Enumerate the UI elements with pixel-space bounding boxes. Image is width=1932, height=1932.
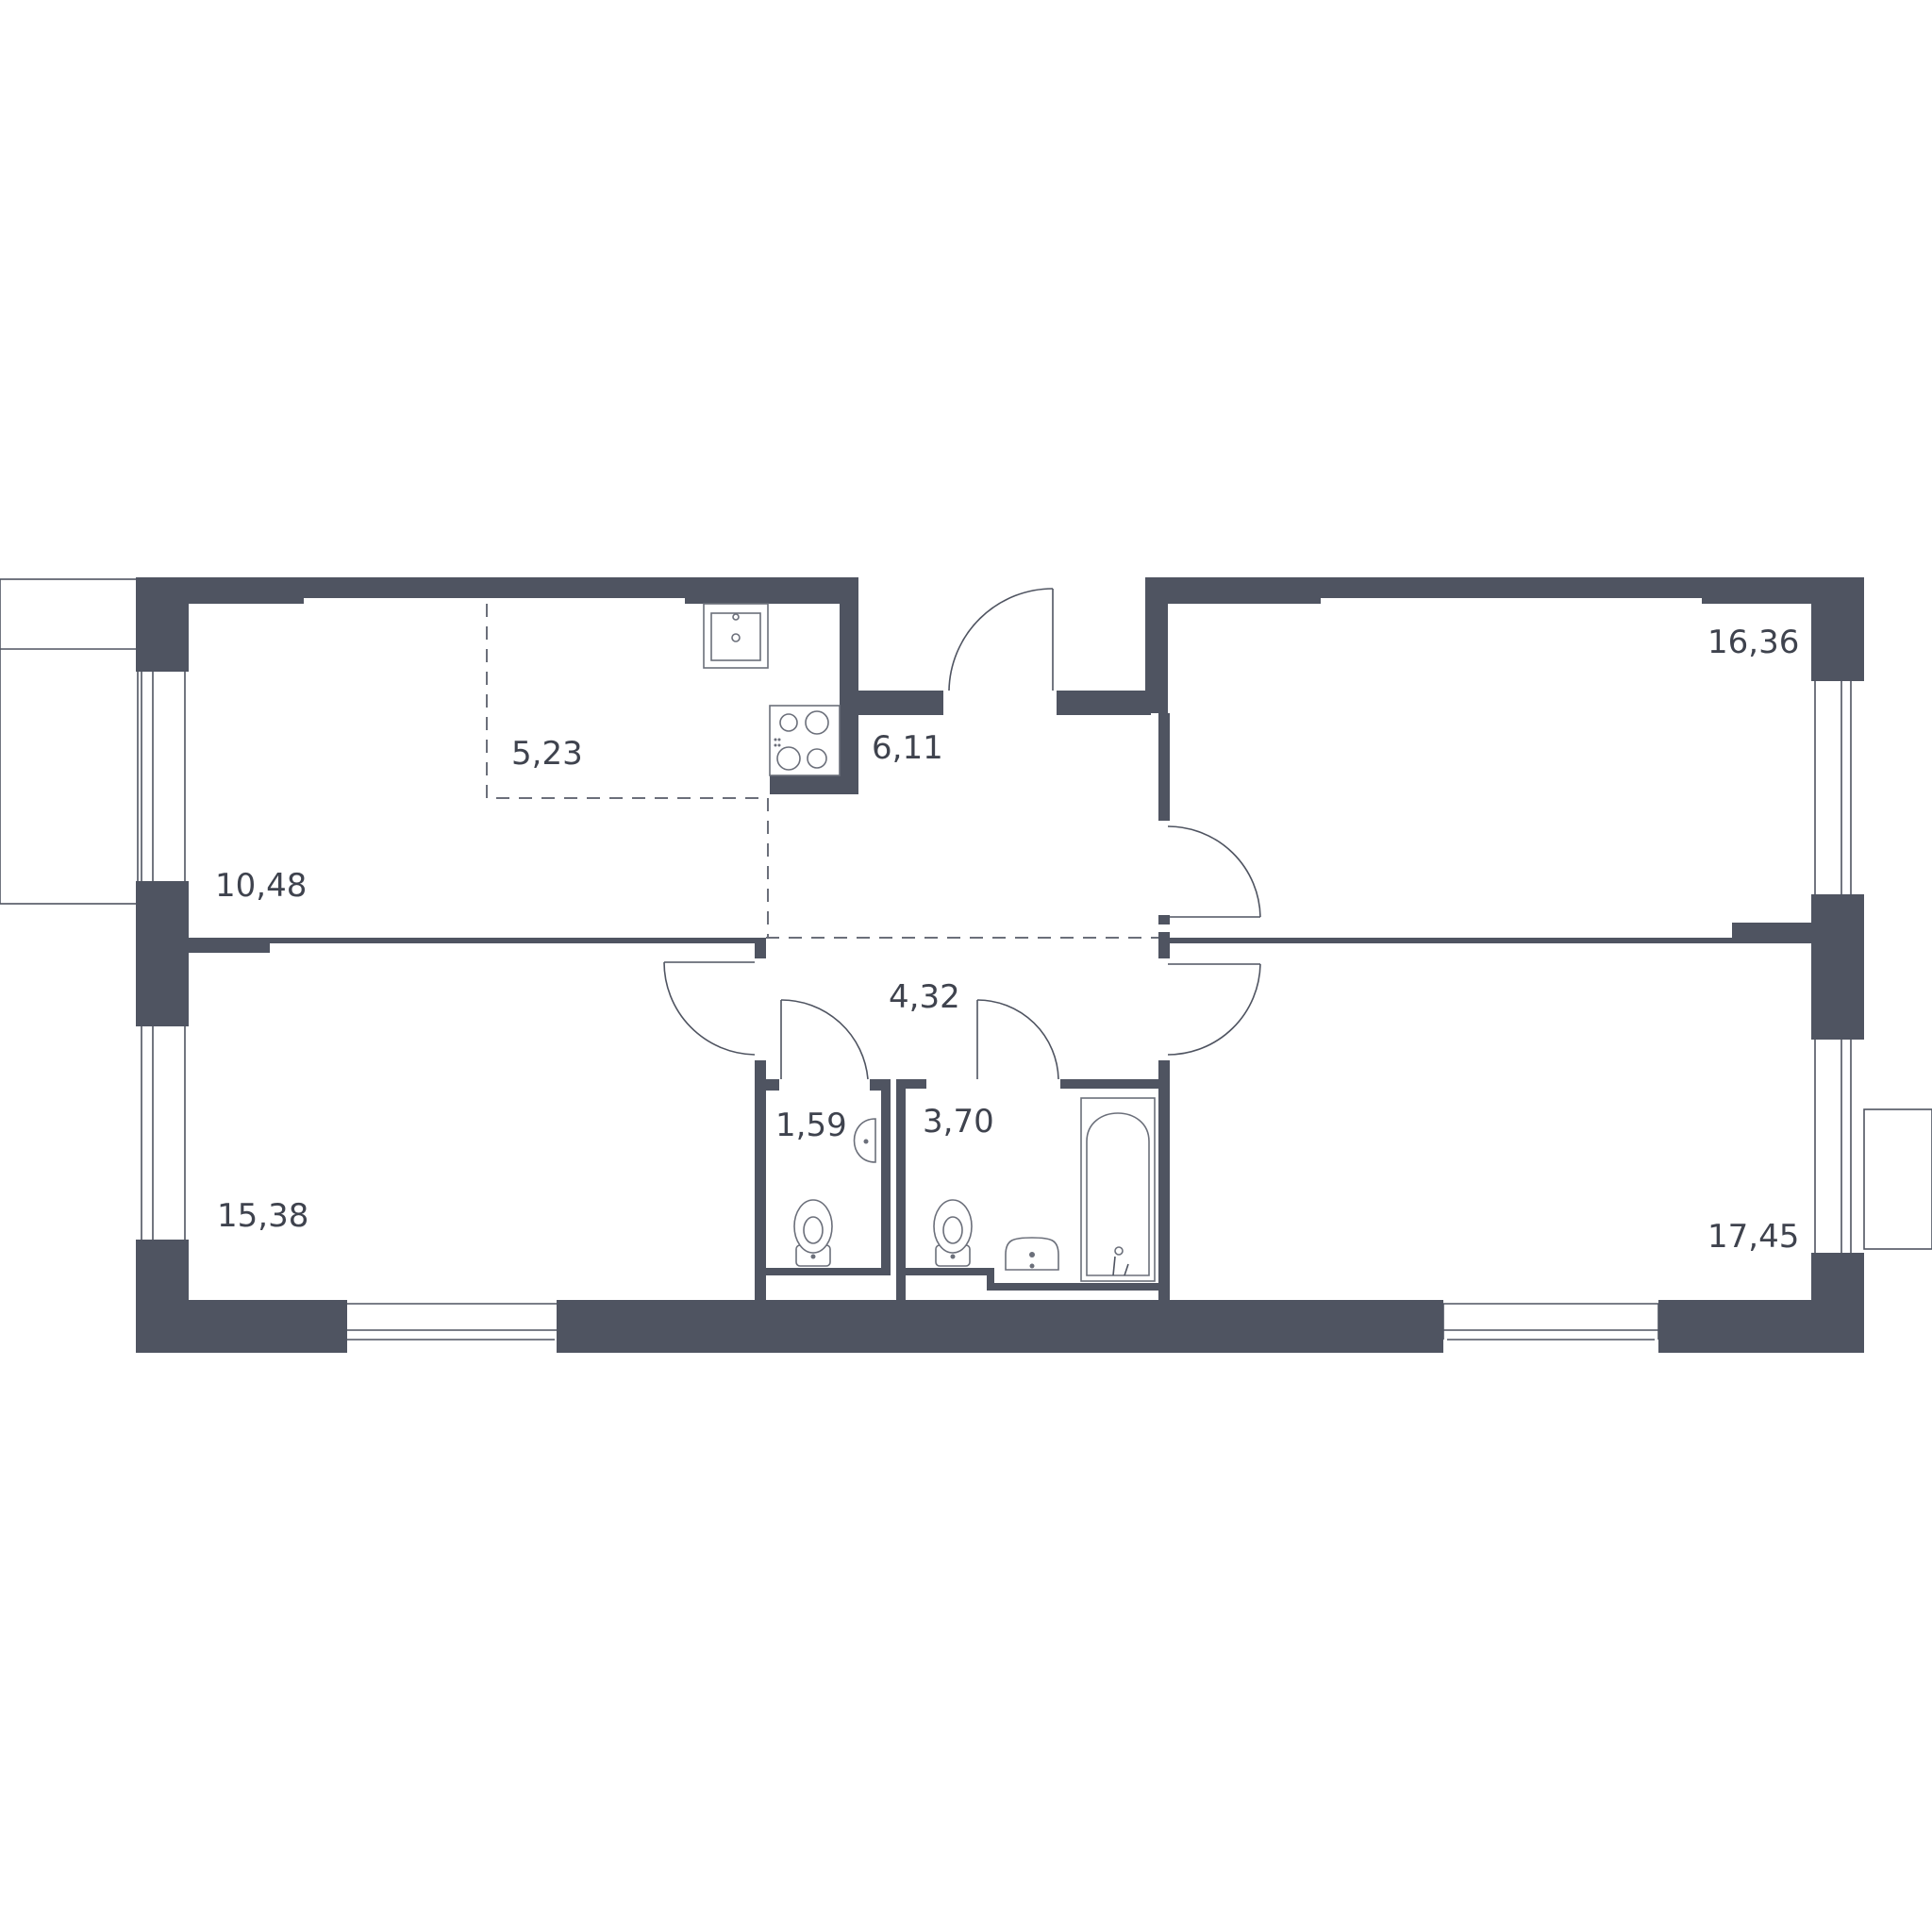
balcony-right <box>1863 1108 1932 1250</box>
window-right-bottom <box>1814 1040 1852 1253</box>
balcony-left <box>0 578 139 905</box>
area-label-wc: 1,59 <box>775 1107 847 1144</box>
bath-toilet-icon <box>933 1199 973 1267</box>
window-left-top <box>141 672 186 881</box>
area-label-kitchen: 5,23 <box>511 735 583 773</box>
area-label-hall: 6,11 <box>872 729 943 767</box>
area-label-bedroom-bottom-left: 15,38 <box>217 1197 308 1235</box>
door-bedroom-bottom-left[interactable] <box>663 961 756 1056</box>
window-right-top <box>1814 681 1852 894</box>
area-label-living: 10,48 <box>215 867 307 905</box>
door-bedroom-top-right[interactable] <box>1167 825 1261 918</box>
door-entrance[interactable] <box>948 588 1054 691</box>
area-label-bathroom: 3,70 <box>923 1103 994 1141</box>
window-bottom-left <box>342 1303 559 1341</box>
doors <box>663 588 1261 1080</box>
fixtures <box>703 603 1156 1282</box>
window-left-bottom <box>141 1026 186 1240</box>
door-wc[interactable] <box>780 999 869 1080</box>
bathtub-icon <box>1080 1097 1156 1282</box>
door-bathroom[interactable] <box>976 999 1059 1080</box>
bath-sink-icon <box>1005 1237 1059 1271</box>
room-labels: 10,48 5,23 6,11 16,36 4,32 15,38 1,59 3,… <box>215 624 1799 1256</box>
area-label-bedroom-top-right: 16,36 <box>1707 624 1799 661</box>
area-label-corridor: 4,32 <box>889 978 960 1016</box>
kitchen-sink-icon <box>703 603 769 669</box>
walls <box>136 577 1864 1353</box>
wc-toilet-icon <box>793 1199 833 1267</box>
zone-lines <box>486 604 1158 939</box>
window-bottom-right <box>1442 1303 1659 1341</box>
stove-icon <box>769 705 841 776</box>
door-bedroom-bottom-right[interactable] <box>1167 963 1261 1056</box>
wc-sink-icon <box>853 1118 876 1163</box>
windows <box>141 672 1852 1341</box>
area-label-bedroom-bottom-right: 17,45 <box>1707 1218 1799 1256</box>
exterior-elements <box>0 578 1932 1250</box>
